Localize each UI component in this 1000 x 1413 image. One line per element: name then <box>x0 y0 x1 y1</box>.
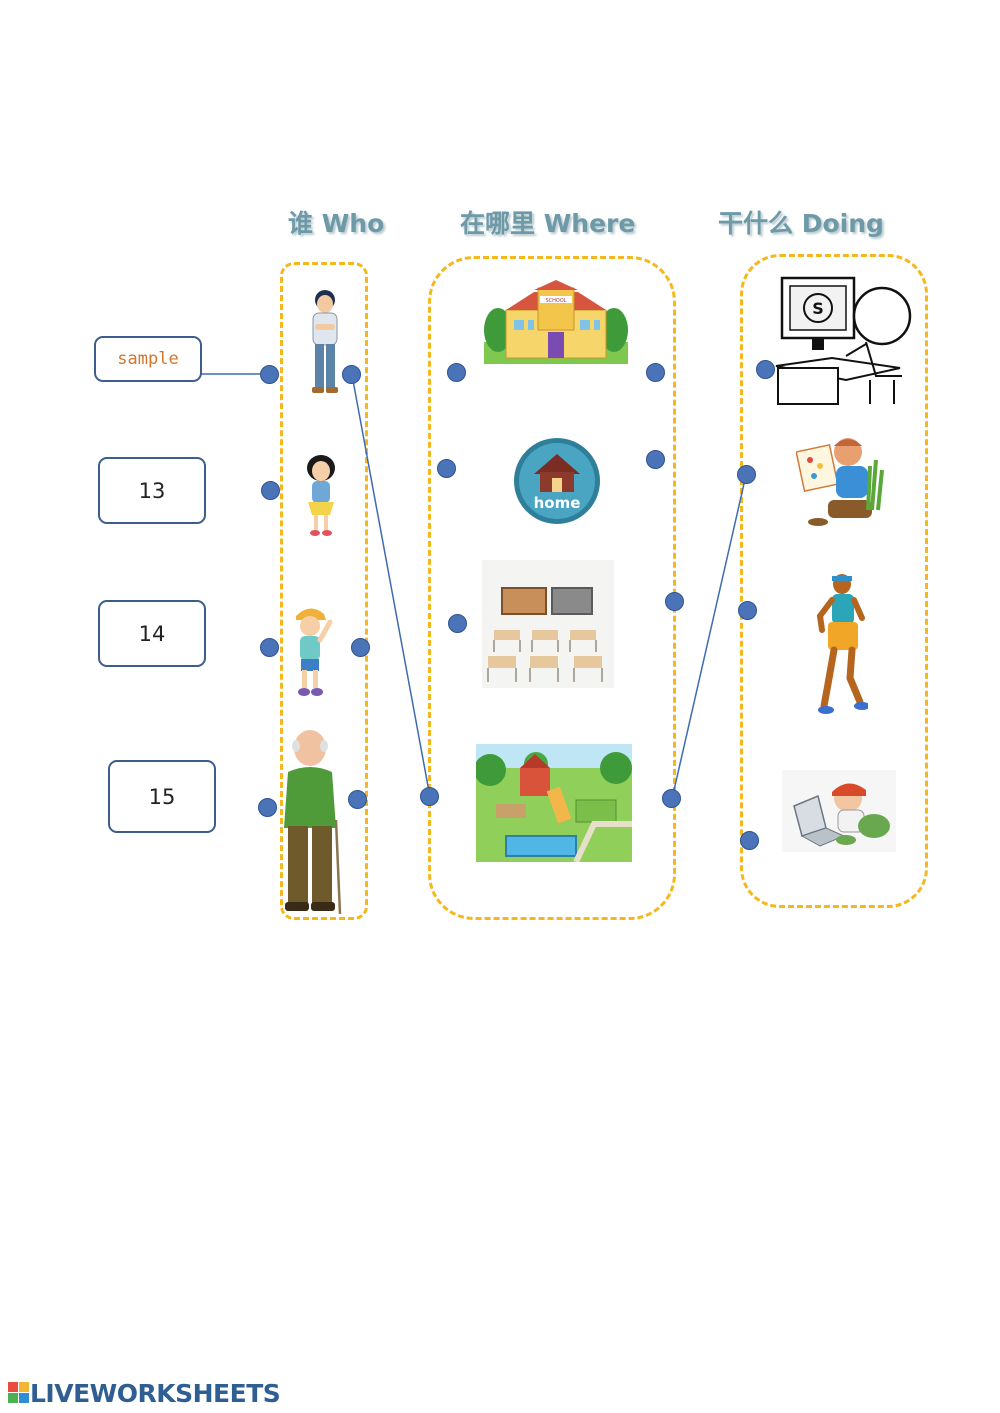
where-column-frame <box>428 256 676 920</box>
who-boy-right-dot[interactable] <box>351 638 370 657</box>
school-sign-text: SCHOOL <box>545 298 566 304</box>
doing-laptop-left-dot[interactable] <box>740 831 759 850</box>
liveworksheets-brand-text: LIVEWORKSHEETS <box>30 1378 281 1408</box>
home-picture: home <box>514 438 600 524</box>
runner-picture <box>816 574 868 714</box>
answer-box-14[interactable]: 14 <box>98 600 206 667</box>
who-man-left-dot[interactable] <box>260 365 279 384</box>
where-park-right-dot[interactable] <box>662 789 681 808</box>
doing-computer-left-dot[interactable] <box>756 360 775 379</box>
where-classroom-left-dot[interactable] <box>448 614 467 633</box>
who-oldman-right-dot[interactable] <box>348 790 367 809</box>
girl-picture <box>307 455 335 536</box>
school-picture: SCHOOL <box>484 280 628 364</box>
painting-kid-picture <box>796 438 884 526</box>
answer-box-15[interactable]: 15 <box>108 760 216 833</box>
answer-box-13[interactable]: 13 <box>98 457 206 524</box>
laptop-kid-picture <box>782 770 896 852</box>
where-school-right-dot[interactable] <box>646 363 665 382</box>
who-header: 谁 Who <box>288 209 385 238</box>
doing-column-frame <box>740 254 928 908</box>
park-picture <box>476 744 632 862</box>
who-girl-left-dot[interactable] <box>261 481 280 500</box>
where-school-left-dot[interactable] <box>447 363 466 382</box>
sample-answer-box[interactable]: sample <box>94 336 202 382</box>
boy-waving-picture <box>296 608 333 696</box>
where-park-left-dot[interactable] <box>420 787 439 806</box>
doing-header: 干什么 Doing <box>718 209 884 238</box>
who-man-right-dot[interactable] <box>342 365 361 384</box>
liveworksheets-logo: LIVEWORKSHEETS <box>8 1378 281 1408</box>
classroom-picture <box>482 560 614 688</box>
where-classroom-right-dot[interactable] <box>665 592 684 611</box>
where-home-right-dot[interactable] <box>646 450 665 469</box>
svg-text:S: S <box>812 299 824 318</box>
old-man-picture <box>284 730 342 915</box>
who-column-frame <box>280 262 368 920</box>
young-man-picture <box>312 290 338 393</box>
doing-painting-left-dot[interactable] <box>737 465 756 484</box>
who-oldman-left-dot[interactable] <box>258 798 277 817</box>
where-header: 在哪里 Where <box>460 209 636 238</box>
who-boy-left-dot[interactable] <box>260 638 279 657</box>
computer-user-picture: S <box>775 276 912 405</box>
where-home-left-dot[interactable] <box>437 459 456 478</box>
line-man-to-park <box>351 374 431 798</box>
liveworksheets-logo-icon <box>8 1382 29 1403</box>
home-label: home <box>534 494 581 512</box>
doing-running-left-dot[interactable] <box>738 601 757 620</box>
line-park-to-painting <box>671 474 747 800</box>
